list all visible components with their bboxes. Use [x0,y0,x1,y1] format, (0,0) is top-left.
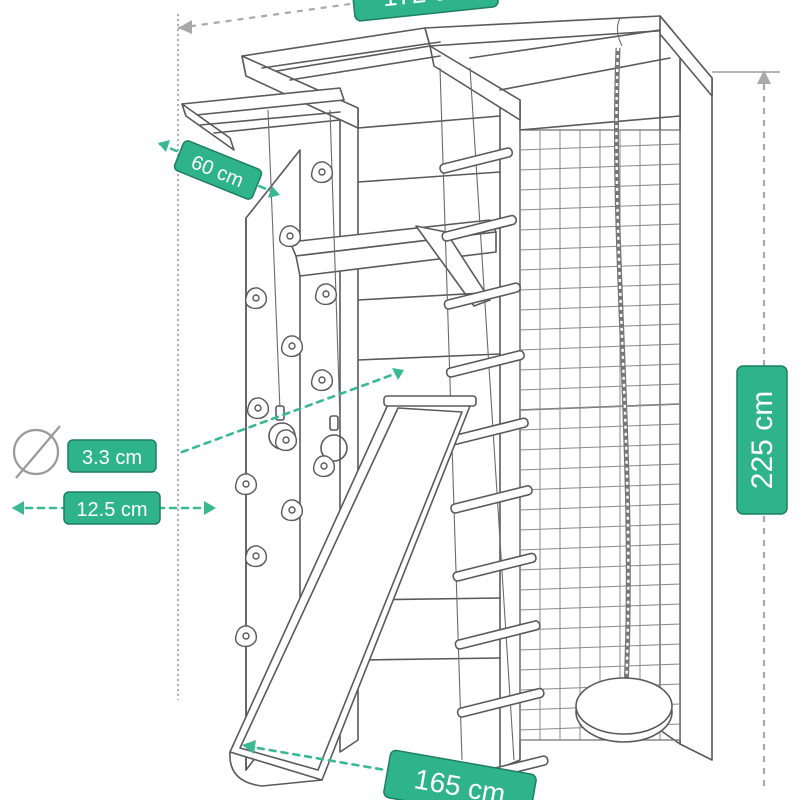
ladder-rung [454,620,541,650]
climbing-hold [312,455,336,478]
climbing-hold [244,545,268,568]
height-label: 225 cm [746,391,779,489]
slide-length-badge: 165 cm [383,749,537,800]
climbing-rope [575,17,673,743]
top-width-dimension: 172 cm [177,0,499,700]
ladder-rung [450,485,533,514]
bar-diameter-dimension: 3.3 cm [12,425,157,479]
climbing-hold [278,225,302,248]
depth-badge: 60 cm [173,140,263,200]
climbing-hold [234,625,258,648]
climbing-holds [234,161,338,648]
climbing-hold [234,473,258,496]
ladder-rung [441,214,518,242]
depth-dimension: 60 cm [158,140,280,200]
climbing-net [519,115,681,741]
gymnastic-rings [267,109,348,462]
height-badge: 225 cm [736,365,788,515]
rope-ladder [439,67,549,786]
ladder-rung [452,552,537,582]
climbing-hold [280,335,304,358]
spacing-label: 12.5 cm [76,499,147,521]
slide-length-dimension: 165 cm [242,740,537,800]
climbing-hold [244,287,268,310]
slide [229,395,477,787]
bar-diameter-pointer [180,368,404,454]
height-dimension: 225 cm [712,70,788,790]
ladder-rung [443,282,521,310]
ladder-rung [439,147,514,174]
climbing-hold [246,397,270,420]
climbing-hold [310,161,334,184]
diameter-badge [67,439,157,473]
climbing-hold [280,499,304,522]
ladder-rung [445,349,525,378]
top-width-badge: 172 cm [351,0,499,22]
climbing-hold [310,369,334,392]
wall-bars-structure [181,15,713,787]
diameter-icon [12,425,61,479]
diameter-label: 3.3 cm [82,447,142,469]
climbing-hold [314,283,338,306]
spacing-badge [63,491,161,525]
climbing-hold [274,429,298,452]
ladder-rung [456,687,545,718]
bar-spacing-dimension: 12.5 cm [12,491,216,525]
